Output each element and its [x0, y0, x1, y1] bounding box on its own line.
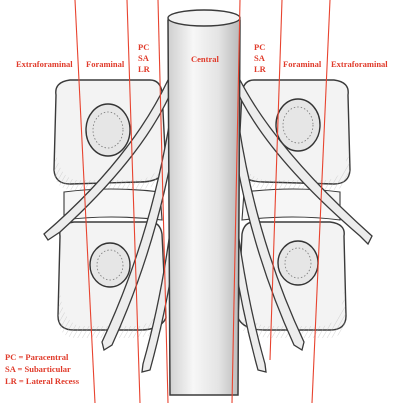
label-central: Central	[191, 54, 219, 64]
legend: PC = Paracentral SA = Subarticular LR = …	[5, 352, 80, 386]
label-sa-left: SA	[138, 53, 150, 63]
legend-lr: LR = Lateral Recess	[5, 376, 80, 386]
zone-boundary-lines	[74, 0, 331, 403]
thecal-sac	[167, 9, 241, 396]
pedicle-ovals	[85, 98, 321, 288]
label-extraforaminal-right: Extraforaminal	[331, 59, 388, 69]
zone-line-foraminal-left	[126, 0, 141, 403]
zone-line-extraforaminal-left	[74, 0, 96, 403]
label-pc-left: PC	[138, 42, 149, 52]
label-pc-right: PC	[254, 42, 265, 52]
zone-line-lateral-recess-left	[157, 0, 169, 403]
label-foraminal-right: Foraminal	[283, 59, 322, 69]
zone-labels: Extraforaminal Foraminal PC SA LR Centra…	[16, 42, 388, 74]
label-lr-right: LR	[254, 64, 267, 74]
upper-vertebra	[53, 79, 351, 190]
label-lr-left: LR	[138, 64, 151, 74]
label-sa-right: SA	[254, 53, 266, 63]
label-extraforaminal-left: Extraforaminal	[16, 59, 73, 69]
intervertebral-disc	[63, 188, 341, 221]
label-foraminal-left: Foraminal	[86, 59, 125, 69]
zone-line-lateral-recess-right	[231, 0, 241, 403]
zone-line-extraforaminal-right	[311, 0, 331, 403]
legend-pc: PC = Paracentral	[5, 352, 69, 362]
zone-line-foraminal-right	[269, 0, 283, 361]
legend-sa: SA = Subarticular	[5, 364, 71, 374]
